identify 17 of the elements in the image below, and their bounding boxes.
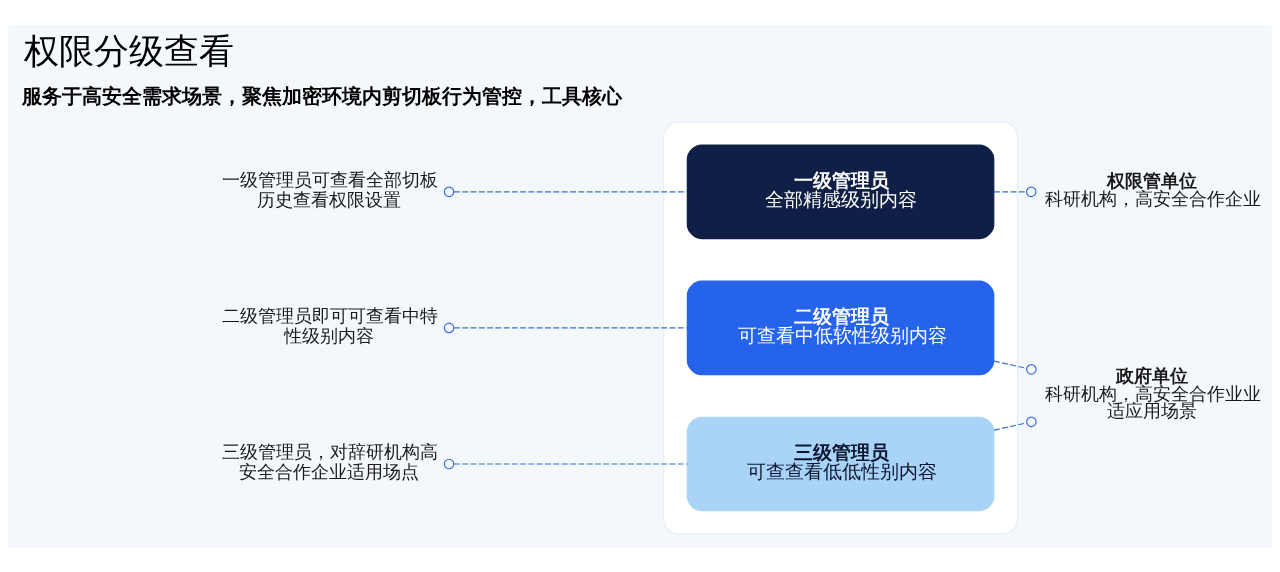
label: 服务于高安全需求场景，聚焦加密环境内剪切板行为管控，工具核心 xyxy=(22,83,623,108)
node-text: 政府单位 科研机构，高安全合作业业适应用场景 xyxy=(1044,365,1261,421)
diagram-title: 权限分级查看 xyxy=(24,29,235,71)
node-text: 三级管理员，对辞研机构高安全合作企业适用场点 xyxy=(221,441,438,482)
node-box: 一级管理员 全部精感级别内容 xyxy=(686,144,995,239)
node-box: 二级管理员 可查看中低软性级别内容 xyxy=(686,280,995,375)
cluster xyxy=(663,120,1019,534)
node-box: 三级管理员 可查查看低低性别内容 xyxy=(686,416,995,511)
connector xyxy=(993,186,1037,197)
node-text: 权限管单位 科研机构，高安全合作企业 xyxy=(1044,170,1261,209)
connector xyxy=(443,322,688,333)
connector xyxy=(443,458,688,469)
connector xyxy=(993,360,1037,375)
connector xyxy=(443,186,688,197)
connector xyxy=(993,416,1037,431)
node-text: 二级管理员即可可查看中特性级别内容 xyxy=(221,305,438,346)
node-text: 一级管理员可查看全部切板历史查看权限设置 xyxy=(221,169,438,210)
